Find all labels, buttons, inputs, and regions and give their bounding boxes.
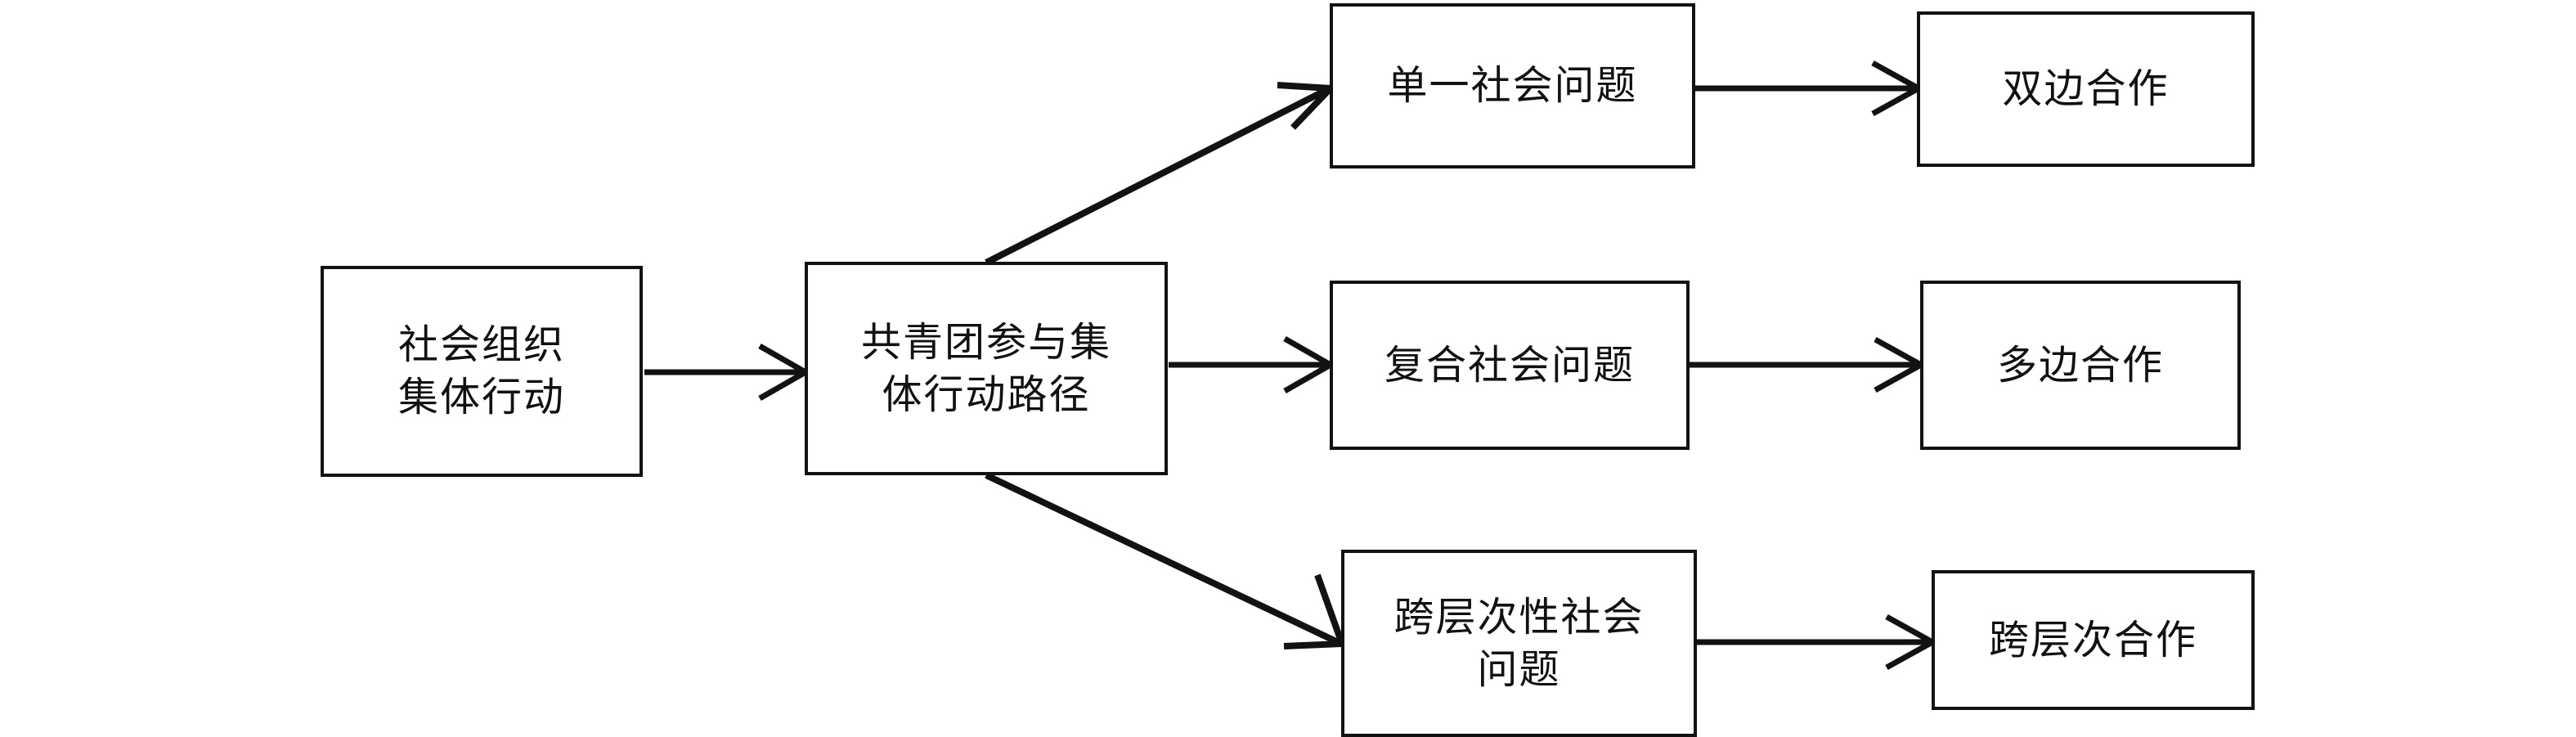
node-cross-level-social-problem[interactable]: 跨层次性社会 问题 xyxy=(1341,550,1697,737)
node-label: 跨层次合作 xyxy=(1988,616,2197,663)
node-label: 跨层次性社会 问题 xyxy=(1393,593,1645,693)
node-label: 共青团参与集 体行动路径 xyxy=(860,318,1111,418)
node-social-org-collective-action[interactable]: 社会组织 集体行动 xyxy=(321,266,643,477)
edge-league-path-to-single-problem xyxy=(985,82,1338,266)
edge-social-org-to-league-path xyxy=(644,343,812,402)
node-cross-level-cooperation[interactable]: 跨层次合作 xyxy=(1932,570,2255,710)
edge-league-path-to-composite-problem xyxy=(1169,335,1337,394)
node-label: 社会组织 集体行动 xyxy=(397,321,565,420)
edge-league-path-to-cross-level-problem xyxy=(985,472,1347,649)
node-label: 单一社会问题 xyxy=(1387,62,1638,110)
edge-cross-level-problem-to-cross-level-coop xyxy=(1697,613,1939,671)
node-label: 多边合作 xyxy=(1996,341,2164,389)
node-bilateral-cooperation[interactable]: 双边合作 xyxy=(1917,11,2255,167)
node-multilateral-cooperation[interactable]: 多边合作 xyxy=(1920,281,2241,450)
edge-composite-problem-to-multilateral xyxy=(1690,336,1928,393)
node-label: 双边合作 xyxy=(2002,65,2170,113)
node-single-social-problem[interactable]: 单一社会问题 xyxy=(1330,3,1695,169)
edge-single-problem-to-bilateral xyxy=(1695,60,1925,117)
node-label: 复合社会问题 xyxy=(1384,341,1635,389)
node-composite-social-problem[interactable]: 复合社会问题 xyxy=(1330,281,1690,450)
node-league-participation-path[interactable]: 共青团参与集 体行动路径 xyxy=(805,262,1168,475)
